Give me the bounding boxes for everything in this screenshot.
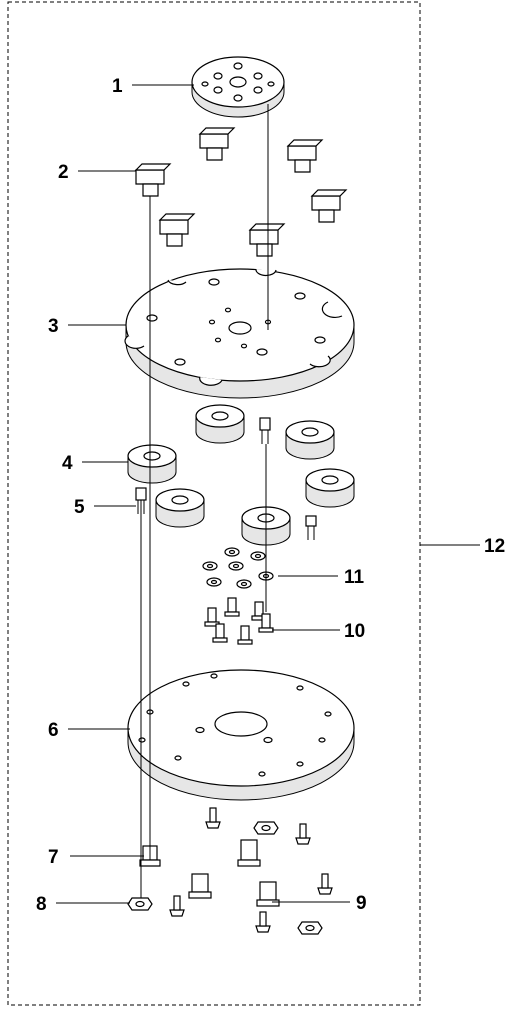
bolt (317, 873, 333, 895)
part-6-base-plate (127, 669, 355, 801)
part-1-top-disc (191, 56, 285, 118)
callout-12: 12 (484, 536, 505, 557)
part-2-t-nuts (134, 127, 348, 257)
part-9-bolts (169, 807, 333, 933)
socket-screw (259, 417, 271, 444)
spacer (195, 404, 245, 444)
leader-lines (56, 84, 480, 904)
spacer (127, 444, 177, 484)
bolt (169, 895, 185, 917)
callout-7: 7 (48, 847, 59, 868)
bolt (295, 823, 311, 845)
t-nut (310, 189, 348, 223)
part-4-spacers (127, 404, 355, 546)
socket-screw (135, 487, 147, 514)
nut (253, 821, 279, 835)
nut (127, 897, 153, 911)
t-nut (198, 127, 236, 161)
callout-1: 1 (112, 76, 123, 97)
callout-10: 10 (344, 621, 365, 642)
flange-screw (212, 623, 228, 643)
flange-screw (204, 607, 220, 627)
callout-4: 4 (62, 453, 73, 474)
part-5-socket-screws (135, 417, 317, 540)
bolt (205, 807, 221, 829)
bolt (256, 881, 280, 907)
part-8-nuts (127, 821, 323, 935)
bolt (237, 839, 261, 867)
part-3-slotted-plate (124, 268, 355, 399)
bolt (255, 911, 271, 933)
spacer (285, 420, 335, 460)
callout-3: 3 (48, 316, 59, 337)
t-nut (248, 223, 286, 257)
callout-11: 11 (344, 567, 365, 588)
callout-8: 8 (36, 894, 47, 915)
flange-screw (224, 597, 240, 617)
nut (297, 921, 323, 935)
flange-screw (237, 625, 253, 645)
assembly-axis-lines (140, 104, 269, 898)
t-nut (286, 139, 324, 173)
callout-6: 6 (48, 720, 59, 741)
socket-screw (305, 515, 317, 540)
callout-9: 9 (356, 893, 367, 914)
callout-2: 2 (58, 162, 69, 183)
part-11-washers (202, 547, 274, 589)
part-10-flange-screws (204, 597, 274, 645)
callout-labels: 1 2 3 4 5 6 7 8 9 10 11 12 (36, 76, 505, 915)
assembly-boundary (7, 1, 421, 1006)
t-nut (134, 163, 172, 197)
bolt (188, 873, 212, 899)
t-nut (158, 213, 196, 247)
spacer (155, 488, 205, 528)
callout-5: 5 (74, 497, 85, 518)
spacer (305, 468, 355, 508)
